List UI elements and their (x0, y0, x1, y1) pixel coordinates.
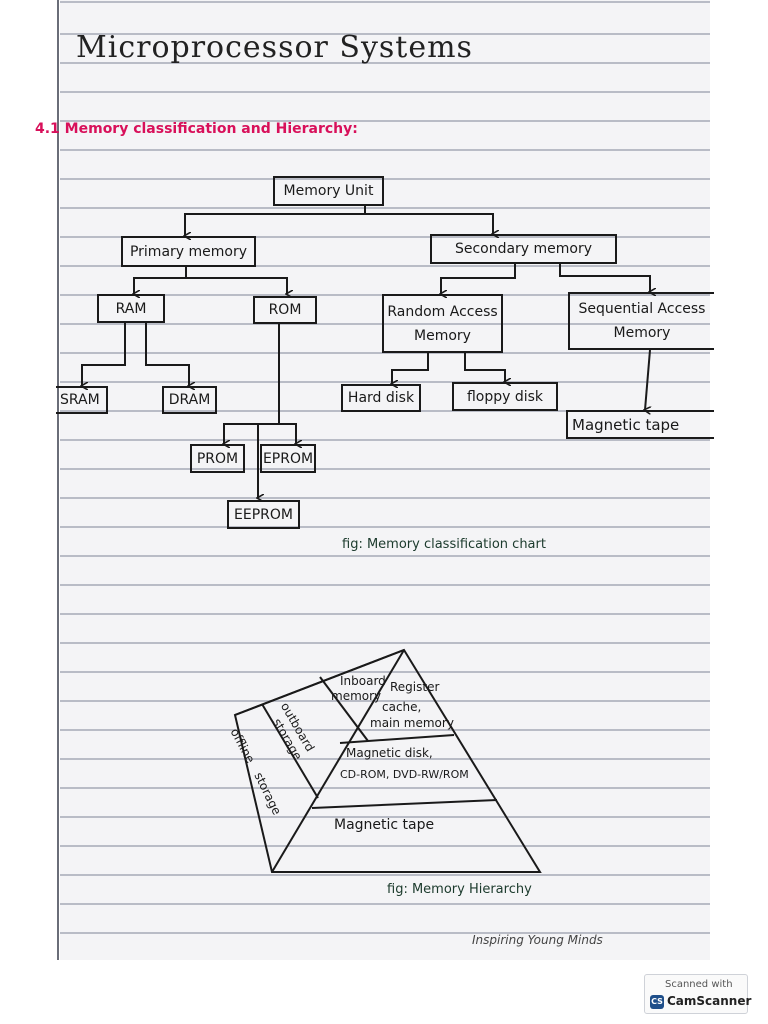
connector-secondary-random (441, 263, 516, 294)
magnetic-tape-box: Magnetic tape (566, 410, 714, 439)
connector-primary-ram (134, 267, 187, 294)
memory-unit-box: Memory Unit (273, 176, 384, 206)
magnetic-tape-tier-label: Magnetic tape (334, 817, 435, 833)
classification-chart-caption: fig: Memory classification chart (342, 537, 546, 552)
eprom-label: EPROM (262, 450, 314, 467)
magnetic-disk-label: Magnetic disk, (346, 746, 433, 760)
eprom-box: EPROM (260, 444, 316, 473)
page-title: Microprocessor Systems (76, 30, 473, 65)
connector-ram-dram (145, 323, 189, 386)
memory-unit-label: Memory Unit (283, 183, 374, 199)
connector-ram-sram (82, 323, 126, 386)
random-access-label-line2: Memory (414, 327, 471, 344)
floppy-disk-label: floppy disk (466, 388, 544, 405)
connector-rom-branch (224, 324, 280, 444)
prom-label: PROM (196, 450, 239, 467)
margin-line (57, 0, 59, 960)
magnetic-tape-label: Magnetic tape (572, 415, 680, 434)
scanned-with-text: Scanned with (665, 979, 733, 990)
camscanner-watermark: Scanned with CS CamScanner (644, 974, 752, 1014)
secondary-memory-box: Secondary memory (430, 234, 617, 264)
sequential-access-label-line2: Memory (613, 325, 671, 341)
ram-box: RAM (97, 294, 165, 323)
registers-label: Register (390, 680, 440, 694)
connector-secondary-sequential (559, 263, 650, 292)
connector-rom-eprom (279, 423, 296, 444)
camscanner-logo-icon: CS (650, 995, 664, 1009)
eeprom-box: EEPROM (227, 500, 300, 529)
sram-label: SRAM (60, 392, 100, 408)
hierarchy-pyramid (233, 648, 542, 873)
cache-label: cache, (382, 700, 422, 714)
sequential-access-memory-box: Sequential Access Memory (568, 292, 714, 350)
footer-brand: Inspiring Young Minds (472, 933, 603, 947)
connector-sequential-tape (645, 349, 650, 410)
floppy-disk-box: floppy disk (452, 382, 558, 411)
sram-box: SRAM (56, 386, 108, 414)
eeprom-label: EEPROM (234, 506, 293, 523)
connector-root-primary (185, 206, 366, 236)
camscanner-name: CamScanner (667, 994, 752, 1008)
random-access-label-line1: Random Access (387, 303, 498, 320)
section-heading: 4.1 Memory classification and Hierarchy: (35, 121, 358, 137)
hard-disk-label: Hard disk (347, 390, 415, 406)
connector-primary-rom (186, 277, 287, 294)
primary-memory-box: Primary memory (121, 236, 256, 267)
connector-random-floppy (464, 353, 505, 382)
sequential-access-label-line1: Sequential Access (578, 301, 706, 317)
ram-label: RAM (115, 300, 147, 317)
dram-box: DRAM (162, 386, 217, 414)
rom-box: ROM (253, 296, 317, 324)
rom-label: ROM (268, 302, 302, 318)
main-memory-label: main memory (370, 716, 454, 730)
random-access-memory-box: Random Access Memory (382, 294, 503, 353)
connector-random-hard (392, 353, 429, 384)
prom-box: PROM (190, 444, 245, 473)
optical-disk-label: CD-ROM, DVD-RW/ROM (340, 768, 469, 781)
notebook-page (60, 0, 710, 960)
connector-root-secondary (365, 213, 493, 234)
inboard-label-line1: Inboard (340, 674, 386, 688)
secondary-memory-label: Secondary memory (454, 241, 593, 257)
hard-disk-box: Hard disk (341, 384, 421, 412)
primary-memory-label: Primary memory (129, 243, 248, 260)
hierarchy-caption: fig: Memory Hierarchy (387, 882, 532, 897)
inboard-label-line2: memory (331, 689, 382, 703)
dram-label: DRAM (168, 392, 211, 408)
